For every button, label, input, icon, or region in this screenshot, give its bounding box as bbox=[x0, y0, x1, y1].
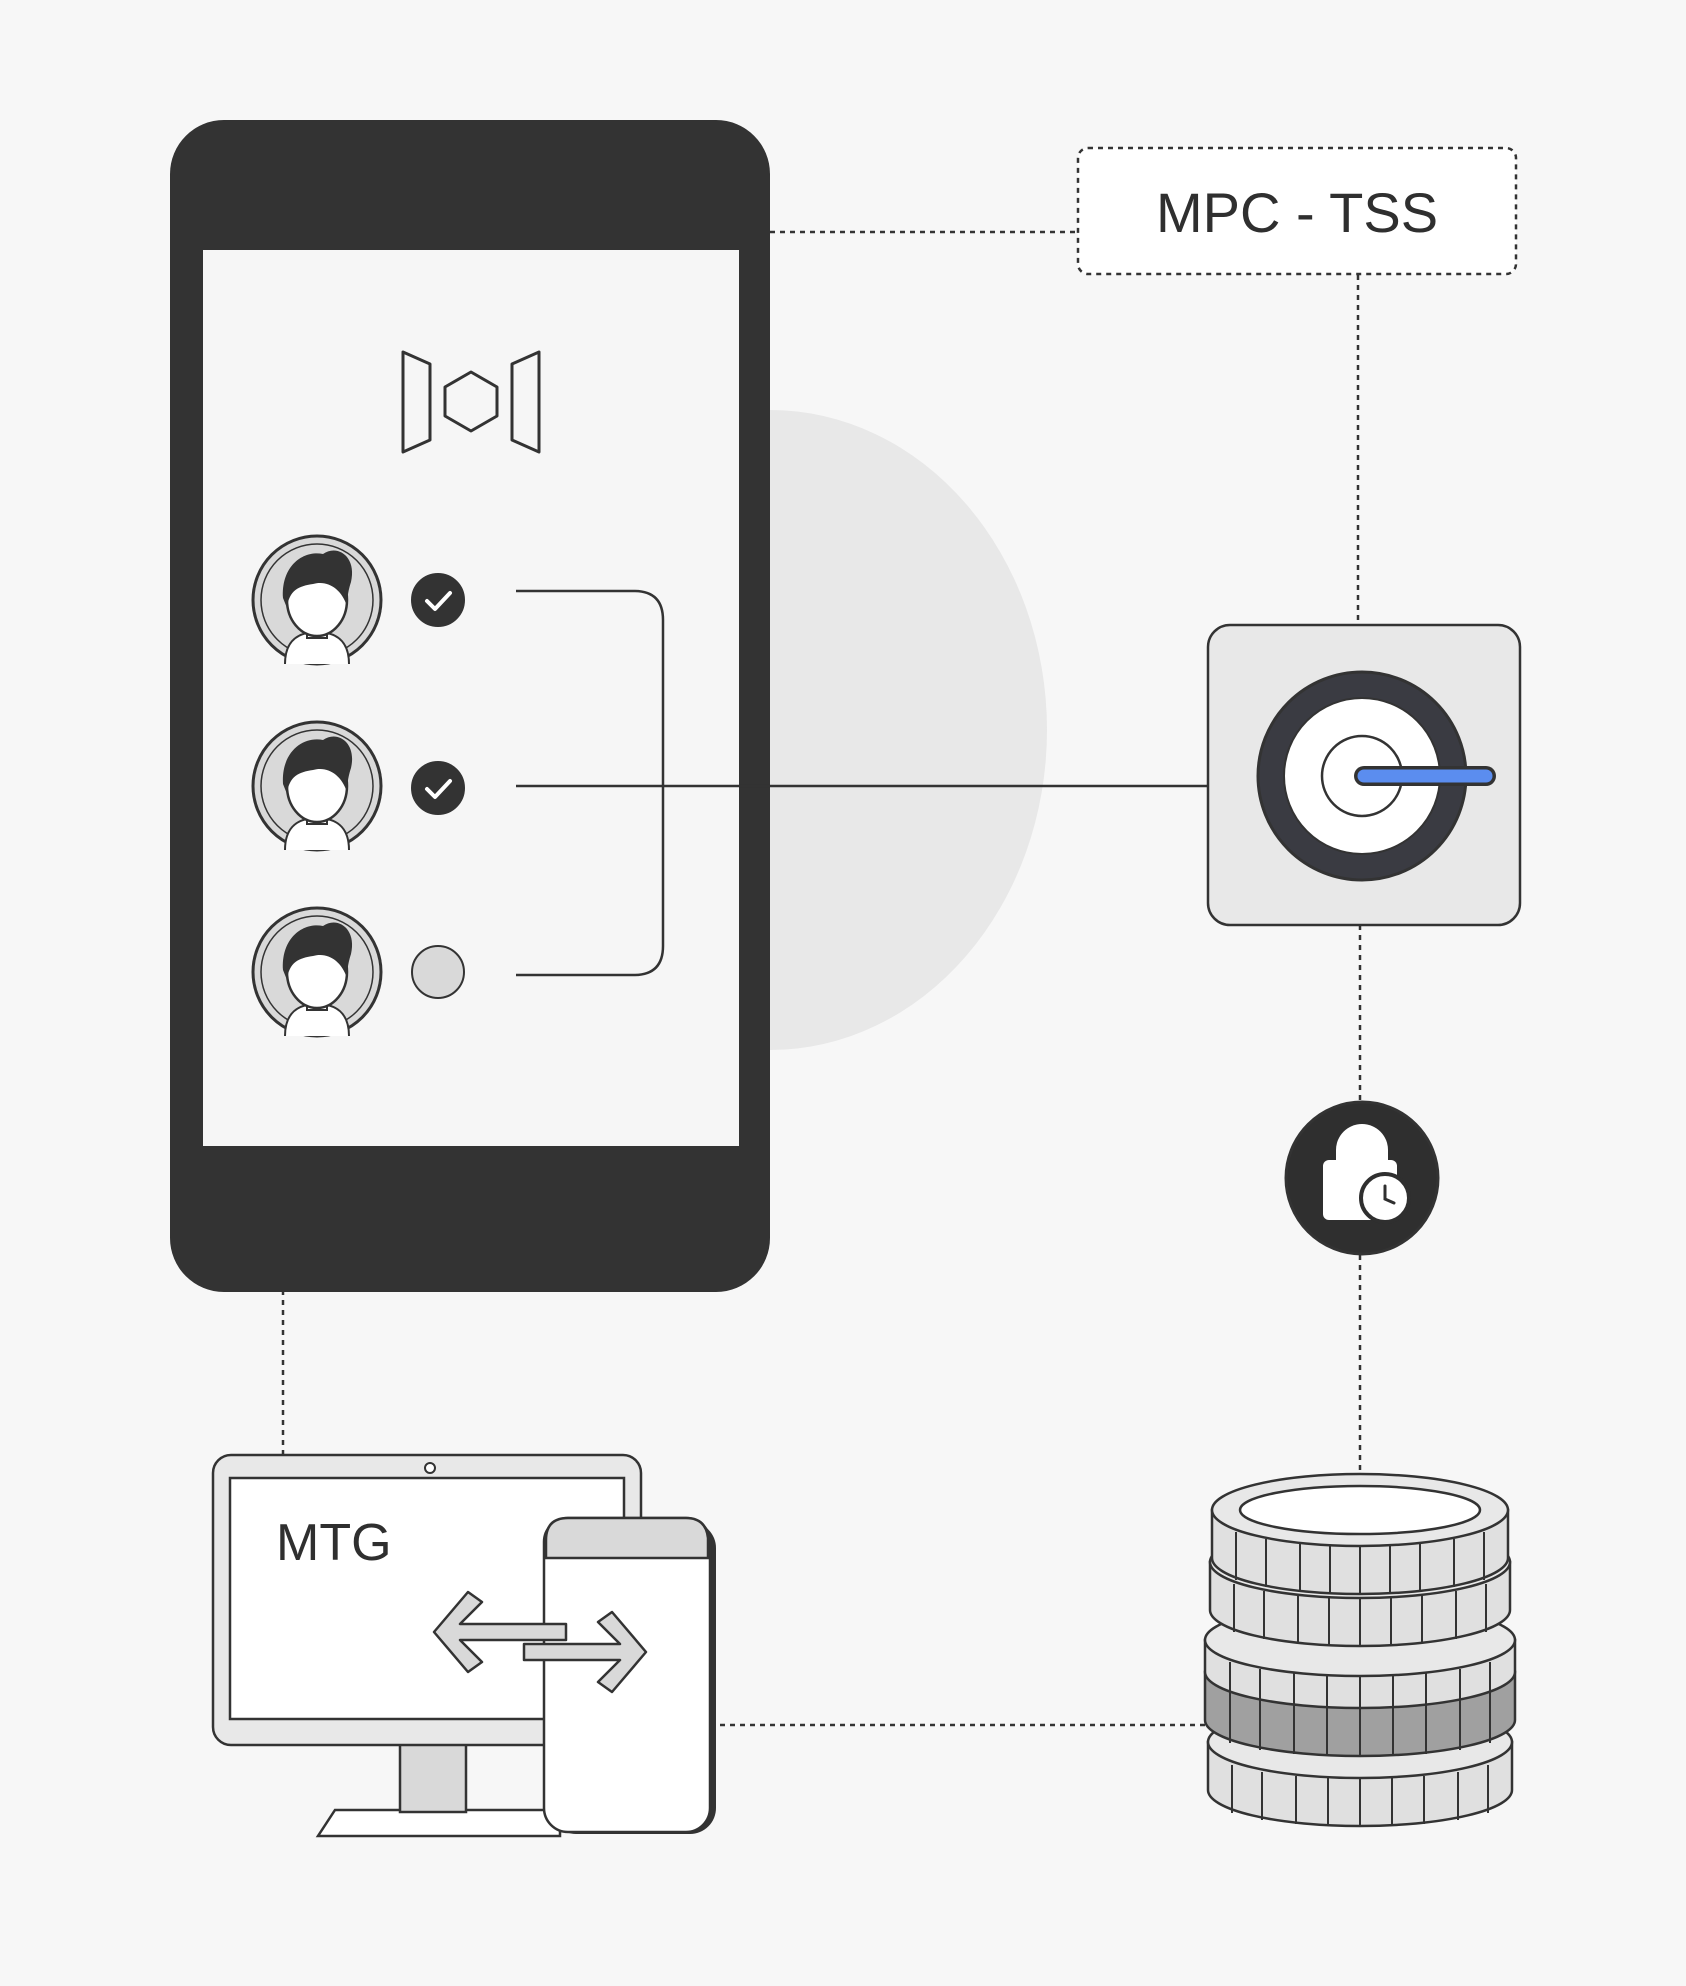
mtg-label: MTG bbox=[276, 1514, 392, 1572]
signer-row-2 bbox=[251, 720, 465, 852]
signer-bracket bbox=[516, 589, 665, 977]
signer-connectors bbox=[516, 589, 1208, 977]
desktop-computer-icon: MTG bbox=[211, 1453, 643, 1838]
phone-device bbox=[170, 120, 1208, 1292]
check-icon bbox=[425, 779, 452, 799]
status-approved bbox=[411, 761, 465, 815]
mpc-tss-label: MPC - TSS bbox=[1156, 181, 1438, 244]
status-pending bbox=[411, 945, 465, 999]
background-half-circle bbox=[770, 410, 1047, 1050]
lock-clock-icon bbox=[1284, 1100, 1440, 1256]
mobile-device-icon bbox=[542, 1516, 716, 1834]
status-approved bbox=[411, 573, 465, 627]
signer-row-3 bbox=[251, 906, 465, 1038]
signer-row-1 bbox=[251, 534, 465, 666]
dashed-connectors bbox=[281, 230, 1362, 1727]
vault-dial-icon bbox=[1206, 623, 1522, 927]
coin-stack-icon bbox=[1203, 1472, 1517, 1828]
user-avatar-icon bbox=[251, 906, 383, 1038]
user-avatar-icon bbox=[251, 720, 383, 852]
swap-arrows-icon bbox=[432, 1590, 648, 1694]
mtg-group: MTG bbox=[211, 1453, 716, 1838]
check-icon bbox=[425, 591, 452, 611]
mixin-logo-icon bbox=[401, 350, 541, 454]
user-avatar-icon bbox=[251, 534, 383, 666]
mpc-tss-box: MPC - TSS bbox=[1076, 146, 1518, 276]
